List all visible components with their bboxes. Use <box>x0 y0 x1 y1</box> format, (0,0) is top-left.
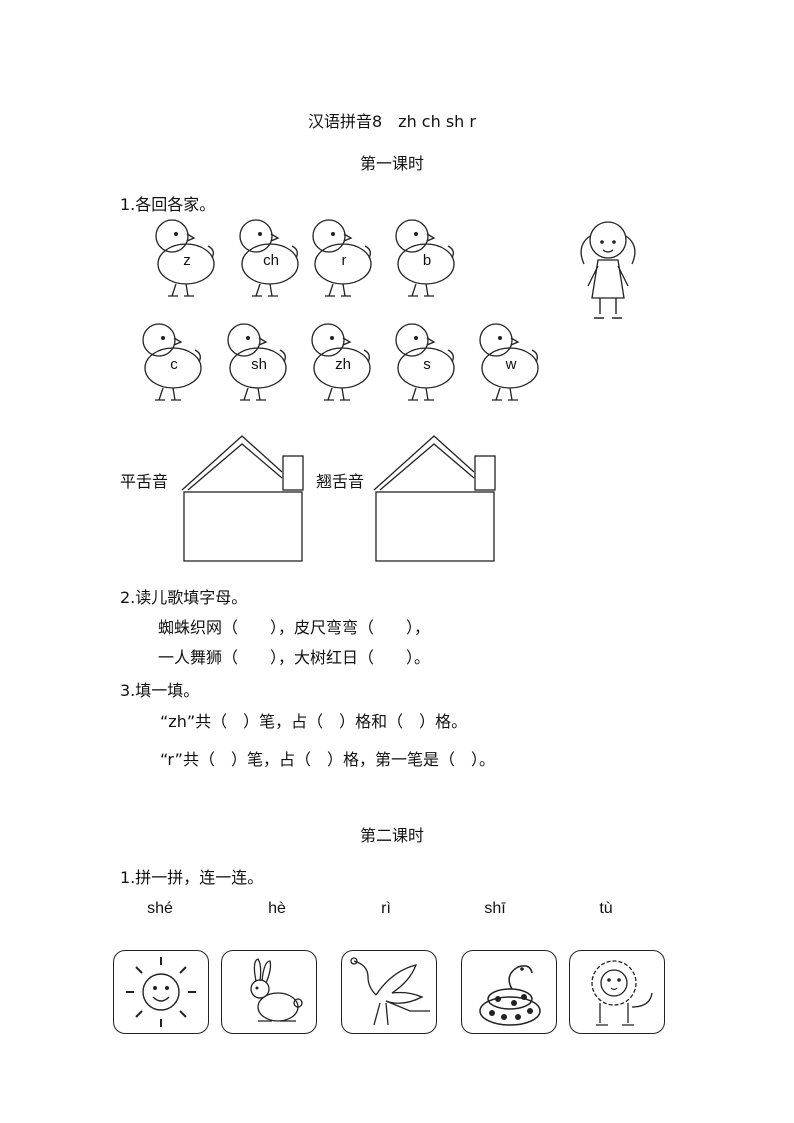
lesson-2-question-1: 1.拼一拼，连一连。 <box>120 868 264 887</box>
rhyme-line-1: 蜘蛛织网（ ），皮尺弯弯（ ）， <box>158 618 431 637</box>
chick-letter: b <box>422 252 432 269</box>
chick-card[interactable]: ch <box>234 214 304 298</box>
chick-letter: zh <box>335 356 351 373</box>
chick-letter: ch <box>263 252 279 269</box>
house-left-label: 平舌音 <box>120 472 169 491</box>
lesson-1-title: 第一课时 <box>360 154 425 173</box>
picture-card-sun[interactable] <box>113 950 209 1034</box>
chick-card[interactable]: w <box>474 318 544 402</box>
chick-icon <box>155 219 215 297</box>
chick-card[interactable]: c <box>137 318 207 402</box>
crane-icon <box>350 957 430 1026</box>
chick-icon <box>239 219 299 297</box>
picture-card-crane[interactable] <box>341 950 437 1034</box>
chick-icon <box>142 323 202 401</box>
chick-icon <box>311 323 371 401</box>
chick-letter: w <box>505 356 517 373</box>
girl-icon <box>580 221 636 319</box>
chick-letter: c <box>170 356 178 373</box>
lion-icon <box>591 960 653 1026</box>
rhyme-line-2: 一人舞狮（ ），大树红日（ ）。 <box>158 648 431 667</box>
page-title: 汉语拼音8 zh ch sh r <box>308 112 476 131</box>
snake-icon <box>479 965 541 1026</box>
chick-icon <box>395 323 455 401</box>
picture-card-rabbit[interactable] <box>221 950 317 1034</box>
question-1-heading: 1.各回各家。 <box>120 195 216 214</box>
fill-line-2: “r”共（ ）笔，占（ ）格，第一笔是（ ）。 <box>160 750 495 769</box>
house-right[interactable] <box>370 432 502 564</box>
fill-line-1: “zh”共（ ）笔，占（ ）格和（ ）格。 <box>160 712 468 731</box>
pinyin-label[interactable]: tù <box>599 900 613 917</box>
pinyin-label[interactable]: shī <box>484 900 506 917</box>
chick-icon <box>395 219 455 297</box>
sun-icon <box>126 957 196 1027</box>
rabbit-icon <box>250 958 303 1022</box>
chick-letter: z <box>183 252 191 269</box>
chick-icon <box>479 323 539 401</box>
house-right-label: 翘舌音 <box>316 472 365 491</box>
question-3-heading: 3.填一填。 <box>120 681 200 700</box>
chick-letter: r <box>341 252 347 269</box>
pinyin-label[interactable]: shé <box>147 900 173 917</box>
house-left[interactable] <box>178 432 310 564</box>
picture-card-lion[interactable] <box>569 950 665 1034</box>
chick-card[interactable]: s <box>390 318 460 402</box>
chick-icon <box>312 219 372 297</box>
chick-letter: s <box>423 356 431 373</box>
pinyin-label[interactable]: rì <box>381 900 391 917</box>
picture-card-snake[interactable] <box>461 950 557 1034</box>
lesson-2-title: 第二课时 <box>360 826 425 845</box>
pinyin-label[interactable]: hè <box>268 900 286 917</box>
question-2-heading: 2.读儿歌填字母。 <box>120 588 248 607</box>
chick-card[interactable]: r <box>307 214 377 298</box>
chick-card[interactable]: zh <box>306 318 376 402</box>
chick-letter: sh <box>251 356 267 373</box>
chick-icon <box>227 323 287 401</box>
chick-card[interactable]: sh <box>222 318 292 402</box>
chick-card[interactable]: b <box>390 214 460 298</box>
chick-card[interactable]: z <box>150 214 220 298</box>
